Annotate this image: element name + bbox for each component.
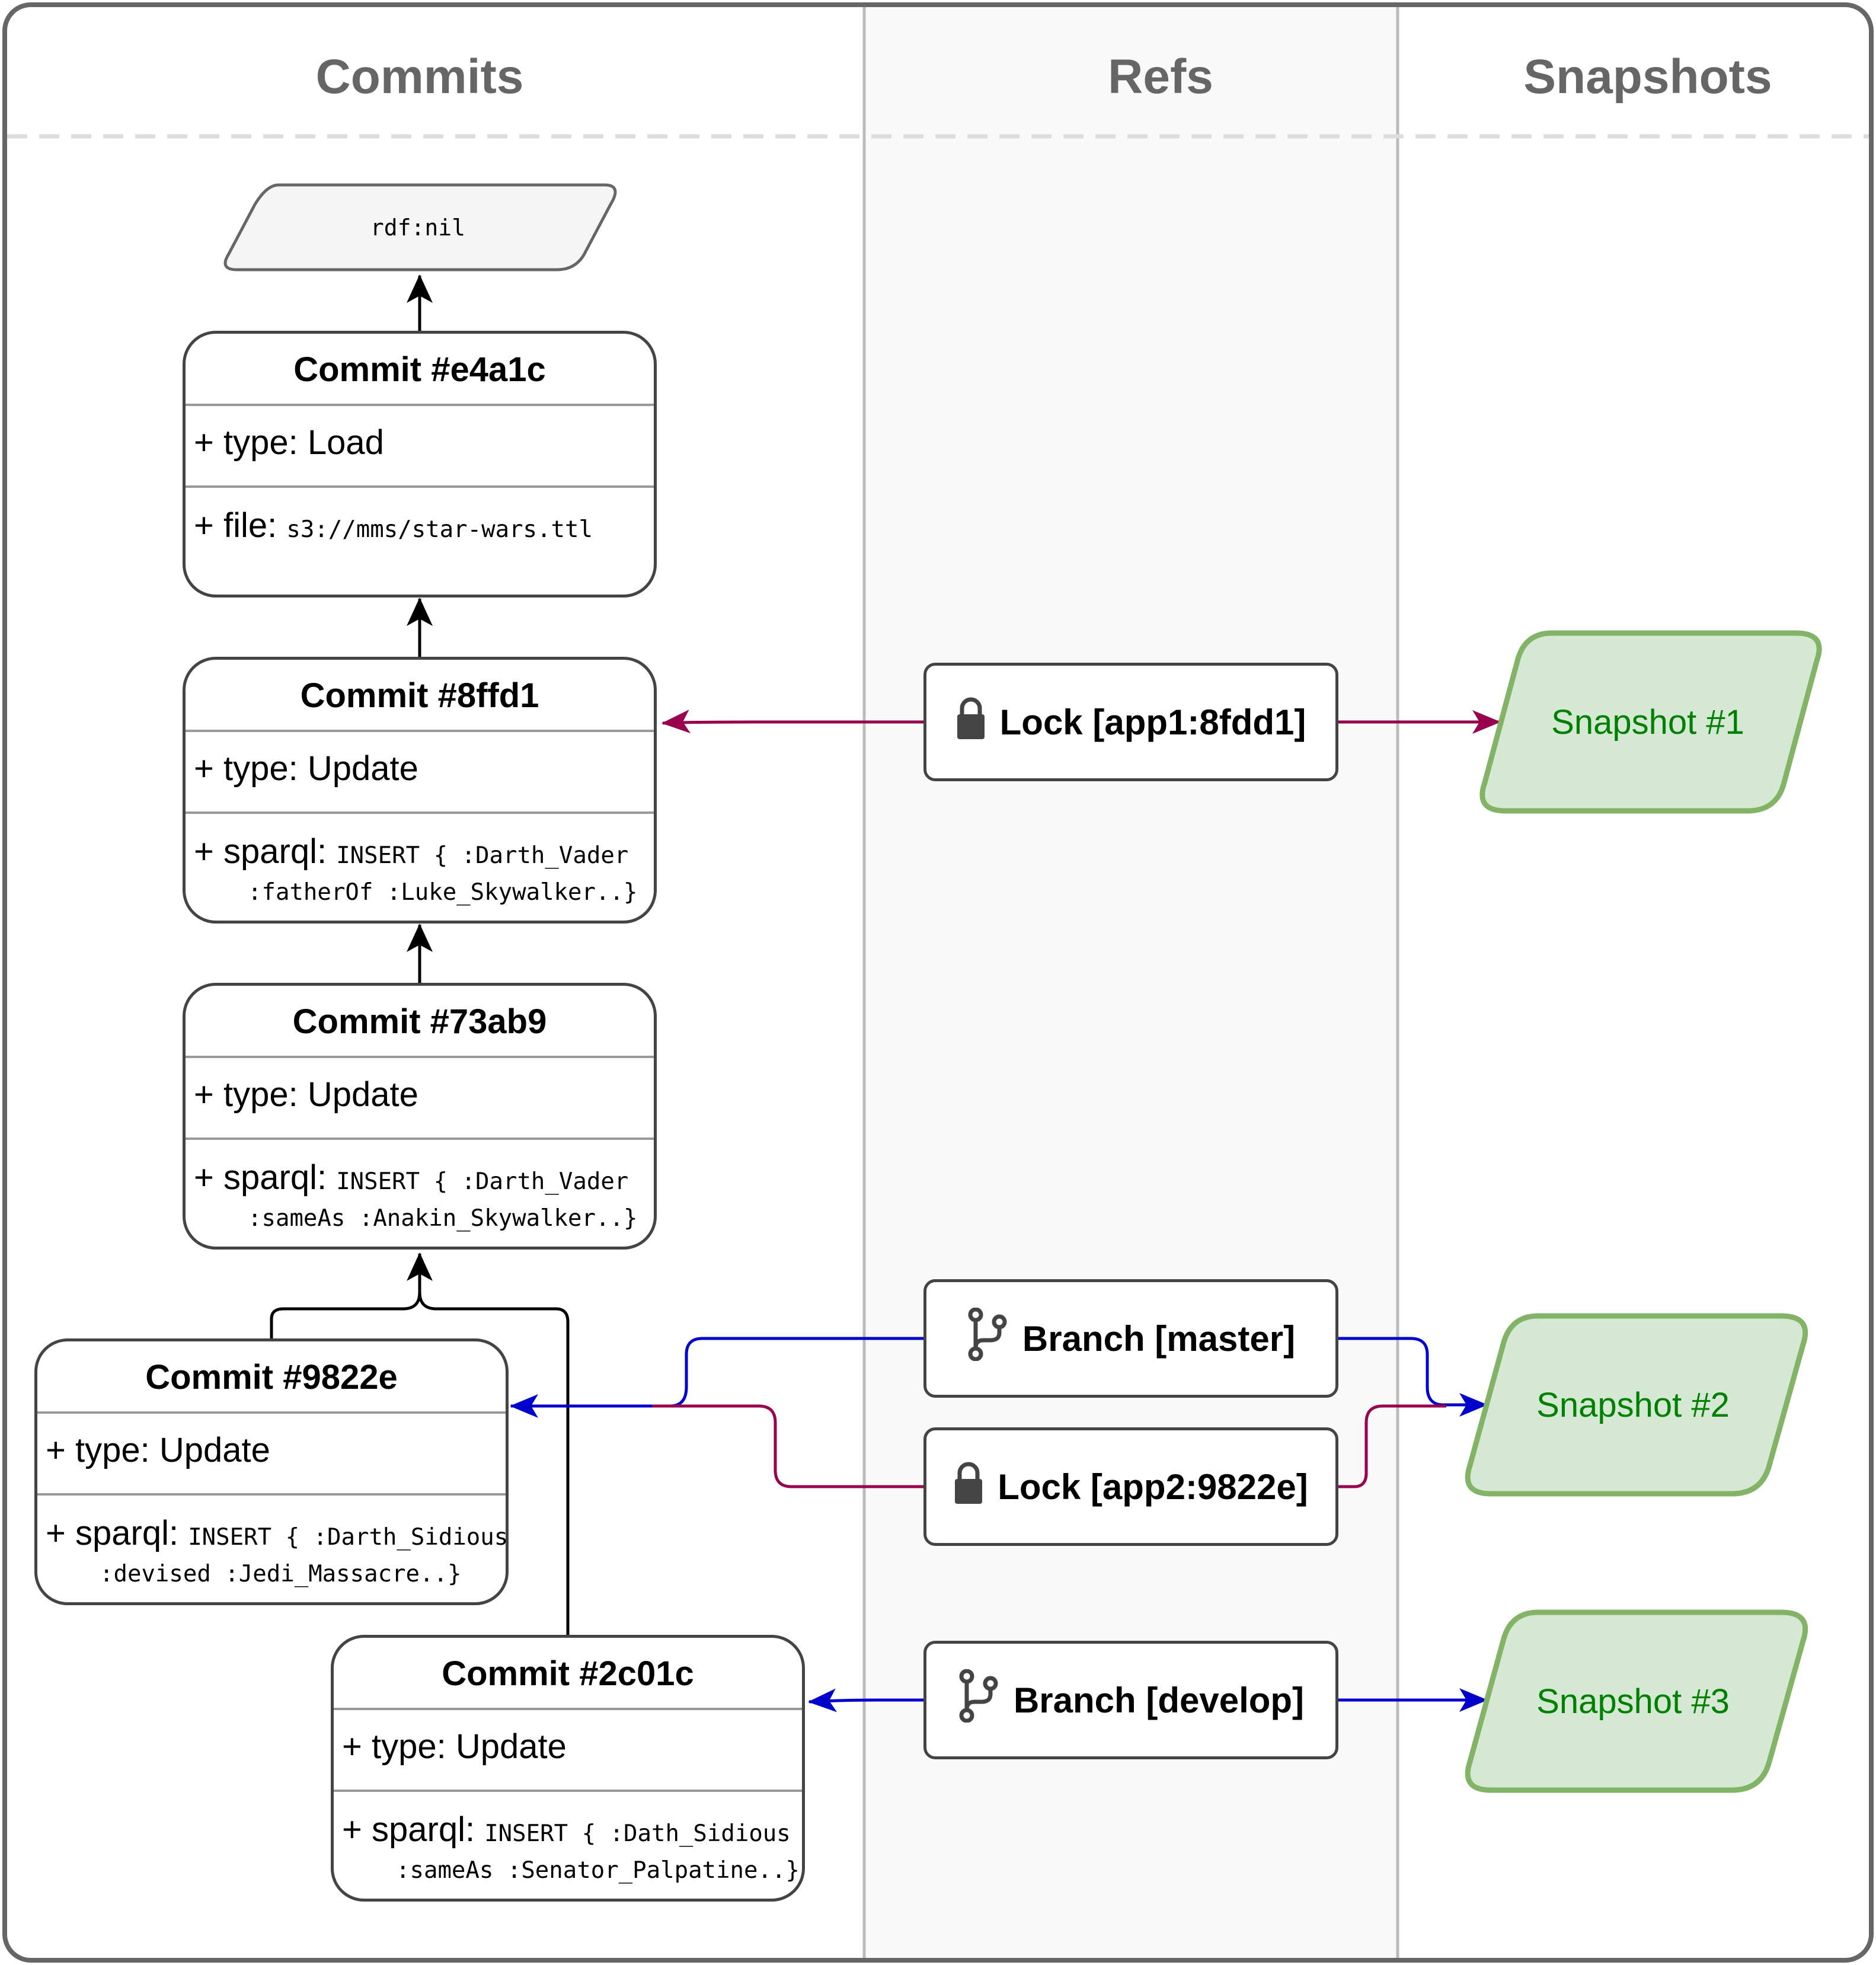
divider [37, 1411, 506, 1414]
detail-code: INSERT { :Darth_Vader [336, 842, 629, 869]
snapshot-2-label[interactable]: Snapshot #2 [1536, 1385, 1730, 1424]
ref-label: Lock [app2:9822e] [998, 1466, 1308, 1507]
snapshot-2-shape [1465, 1313, 1808, 1497]
commit-e4a1c[interactable]: Commit #e4a1c + type: Load + file: s3://… [183, 331, 657, 598]
ref-label: Branch [develop] [1013, 1680, 1305, 1720]
divider [186, 730, 654, 732]
divider [186, 485, 654, 488]
commit-detail: + sparql: INSERT { :Darth_Vader [194, 832, 648, 871]
detail-code-continued: :sameAs :Senator_Palpatine..} [396, 1857, 800, 1884]
commit-9822e[interactable]: Commit #9822e + type: Update + sparql: I… [34, 1338, 509, 1605]
column-title-commits: Commits [315, 50, 524, 104]
refs-lane [864, 7, 1398, 1958]
commit-8ffd1[interactable]: Commit #8ffd1 + type: Update + sparql: I… [183, 657, 657, 924]
column-title-refs: Refs [1108, 50, 1213, 104]
edge-lock1-to-commit [661, 710, 923, 734]
detail-prefix: + sparql: [46, 1514, 179, 1552]
ref-label: Branch [master] [1022, 1318, 1296, 1359]
edge-lock2-to-snapshot [1338, 1404, 1446, 1488]
commit-type: + type: Update [342, 1727, 567, 1766]
commit-title: Commit #2c01c [442, 1654, 694, 1693]
edge-develop-to-commit [808, 1688, 923, 1712]
commit-title: Commit #73ab9 [292, 1002, 547, 1041]
divider [186, 1138, 654, 1140]
ref-branch-develop[interactable]: Branch [develop] [923, 1641, 1338, 1759]
divider [334, 1790, 802, 1792]
detail-code-continued: :devised :Jedi_Massacre..} [100, 1561, 462, 1587]
detail-code: INSERT { :Darth_Sidious [188, 1524, 509, 1551]
nil-label: rdf:nil [370, 214, 466, 241]
commit-title: Commit #e4a1c [293, 350, 546, 389]
divider [37, 1493, 506, 1496]
divider [186, 811, 654, 814]
edge-lock2-to-commit [652, 1404, 923, 1488]
commit-type: + type: Update [194, 1075, 418, 1114]
commit-type: + type: Load [194, 423, 384, 462]
commit-73ab9[interactable]: Commit #73ab9 + type: Update + sparql: I… [183, 983, 657, 1250]
commit-detail: + sparql: INSERT { :Darth_Vader [194, 1158, 648, 1197]
commit-detail: + sparql: INSERT { :Darth_Sidious [46, 1513, 508, 1553]
nil-shape [223, 183, 617, 271]
detail-code-continued: :fatherOf :Luke_Skywalker..} [248, 879, 638, 906]
column-title-snapshots: Snapshots [1523, 50, 1772, 104]
edge-9822e-to-73ab9 [270, 1253, 433, 1338]
divider [334, 1708, 802, 1710]
detail-prefix: + sparql: [194, 832, 327, 871]
detail-code-continued: :sameAs :Anakin_Skywalker..} [248, 1205, 638, 1232]
detail-prefix: + sparql: [194, 1158, 327, 1197]
snapshot-3-label[interactable]: Snapshot #3 [1536, 1682, 1730, 1721]
commit-2c01c[interactable]: Commit #2c01c + type: Update + sparql: I… [331, 1635, 805, 1902]
ref-branch-master[interactable]: Branch [master] [923, 1279, 1338, 1398]
ref-lock-app1[interactable]: Lock [app1:8fdd1] [923, 663, 1338, 781]
lock-icon [954, 1460, 983, 1513]
commit-detail: + sparql: INSERT { :Dath_Sidious [342, 1810, 796, 1849]
commit-type: + type: Update [46, 1431, 270, 1469]
ref-lock-app2[interactable]: Lock [app2:9822e] [923, 1427, 1338, 1546]
divider [186, 1056, 654, 1058]
detail-code: INSERT { :Dath_Sidious [484, 1820, 791, 1847]
ref-label: Lock [app1:8fdd1] [999, 702, 1306, 742]
snapshot-1-shape [1479, 630, 1822, 814]
commit-type: + type: Update [194, 749, 418, 788]
divider [186, 404, 654, 406]
detail-prefix: + file: [194, 506, 277, 545]
edge-2c01c-to-73ab9 [418, 1254, 570, 1635]
commit-title: Commit #8ffd1 [300, 676, 539, 715]
detail-code: s3://mms/star-wars.ttl [286, 516, 593, 543]
git-branch-icon [967, 1307, 1008, 1369]
detail-code: INSERT { :Darth_Vader [336, 1168, 629, 1195]
lock-icon [956, 695, 986, 749]
edge-master-to-snapshot [1338, 1337, 1488, 1417]
detail-prefix: + sparql: [342, 1810, 475, 1849]
git-branch-icon [958, 1669, 999, 1731]
snapshot-3-shape [1465, 1609, 1808, 1793]
commit-detail: + file: s3://mms/star-wars.ttl [194, 506, 648, 545]
commit-title: Commit #9822e [145, 1357, 398, 1397]
snapshot-1-label[interactable]: Snapshot #1 [1551, 702, 1744, 742]
